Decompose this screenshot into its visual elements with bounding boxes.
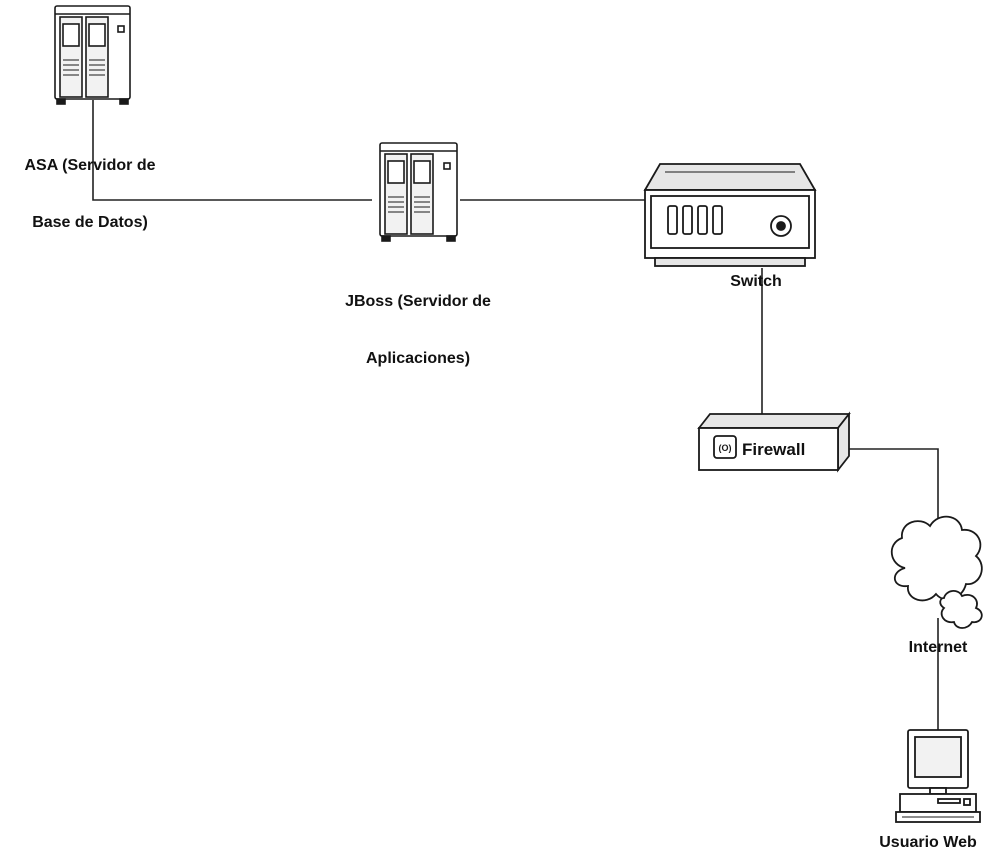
application-server-label: JBoss (Servidor de Aplicaciones) xyxy=(318,254,518,387)
switch-icon xyxy=(643,163,817,267)
database-server-label-line1: ASA (Servidor de xyxy=(24,157,156,174)
switch-label: Switch xyxy=(730,273,782,290)
database-server-label-line2: Base de Datos) xyxy=(32,214,148,231)
database-server-icon xyxy=(54,5,131,105)
firewall-label: Firewall xyxy=(742,440,805,459)
internet-cloud-icon xyxy=(890,515,983,629)
firewall-badge: (O) xyxy=(719,443,732,453)
connections xyxy=(92,100,939,730)
database-server-label: ASA (Servidor de Base de Datos) xyxy=(10,118,170,251)
application-server-label-line2: Aplicaciones) xyxy=(365,350,471,367)
firewall-icon xyxy=(697,411,851,473)
application-server-icon xyxy=(379,142,458,242)
internet-label: Internet xyxy=(908,639,968,656)
link-firewall-to-internet xyxy=(846,448,939,530)
link-db-to-app xyxy=(92,100,372,201)
application-server-label-line1: JBoss (Servidor de xyxy=(345,293,491,310)
web-user-computer-icon xyxy=(895,729,981,823)
web-user-label: Usuario Web xyxy=(879,834,977,851)
